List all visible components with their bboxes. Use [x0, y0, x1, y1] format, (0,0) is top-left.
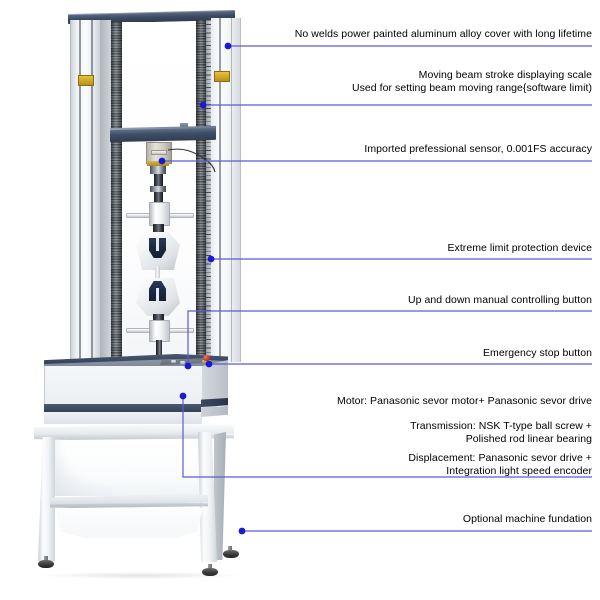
- upper-grip-stem: [153, 224, 164, 233]
- upper-shaft: [154, 174, 163, 186]
- stroke-scale-ticks: [206, 20, 211, 360]
- sensor-cable: [167, 148, 216, 173]
- callout-optional-machine-foundation: Optional machine fundation: [462, 513, 592, 525]
- lower-grip-collar: [149, 320, 170, 342]
- stand-back-curve: [52, 440, 112, 496]
- upper-shaft-2: [154, 192, 163, 202]
- callout-transmission-spec: Transmission: NSK T-type ball screw + Po…: [410, 420, 592, 445]
- callout-extreme-limit-protection: Extreme limit protection device: [447, 242, 592, 254]
- emergency-stop-button[interactable]: [203, 355, 210, 361]
- callout-beam-stroke-scale: Moving beam stroke displaying scale Used…: [351, 69, 592, 94]
- left-column-side: [100, 20, 111, 360]
- left-column-groove-2: [91, 20, 93, 360]
- stand-top-plate-edge: [34, 434, 234, 440]
- left-column-groove-1: [79, 20, 81, 360]
- stand-leg-left: [38, 437, 55, 561]
- upper-wedge-slot: [156, 238, 159, 251]
- callout-motor-spec: Motor: Panasonic sevor motor+ Panasonic …: [337, 395, 592, 407]
- right-ball-screw-shading: [196, 20, 206, 360]
- foot-stem-back: [228, 546, 232, 551]
- base-cabinet-skirt: [44, 412, 201, 424]
- foot-stem-left: [44, 556, 48, 561]
- leveling-foot-back: [223, 550, 239, 558]
- ground-shadow: [40, 572, 240, 579]
- foot-stem-right: [208, 564, 212, 569]
- left-column: [70, 20, 122, 360]
- upper-coupler: [150, 166, 166, 174]
- manual-up-button[interactable]: [171, 360, 176, 363]
- upper-nut: [150, 186, 166, 192]
- callout-manual-control-button: Up and down manual controlling button: [408, 294, 592, 306]
- lower-pull-rod: [156, 340, 162, 358]
- manual-down-button[interactable]: [180, 361, 185, 364]
- right-column: [196, 18, 241, 362]
- testing-machine-illustration: [0, 0, 270, 600]
- callout-emergency-stop-button: Emergency stop button: [482, 347, 592, 359]
- leveling-foot-left: [38, 560, 54, 568]
- base-cabinet-stripe: [44, 404, 201, 413]
- lower-grip-stem: [153, 314, 164, 321]
- callout-displacement-spec: Displacement: Panasonic sevor drive + In…: [408, 452, 592, 477]
- stand-shelf-edge: [50, 503, 208, 508]
- right-column-groove-2: [231, 18, 233, 362]
- callout-aluminum-alloy-cover: No welds power painted aluminum alloy co…: [294, 28, 592, 40]
- left-ball-screw-shading: [111, 22, 122, 360]
- crosshead-nub: [180, 123, 188, 128]
- lower-wedge-slot: [156, 288, 159, 301]
- stand-shelf: [50, 494, 208, 506]
- stand-bottom-skirt: [55, 508, 203, 539]
- right-column-groove-1: [219, 18, 221, 362]
- upper-grip-collar: [149, 202, 170, 226]
- warning-label-right: [214, 71, 230, 82]
- warning-label-left: [78, 75, 94, 86]
- load-cell-band: [147, 161, 169, 166]
- load-cell-slot: [151, 150, 167, 155]
- leveling-foot-right: [202, 568, 218, 576]
- callout-imported-sensor: Imported prefessional sensor, 0.001FS ac…: [364, 143, 592, 155]
- specimen: [155, 266, 160, 282]
